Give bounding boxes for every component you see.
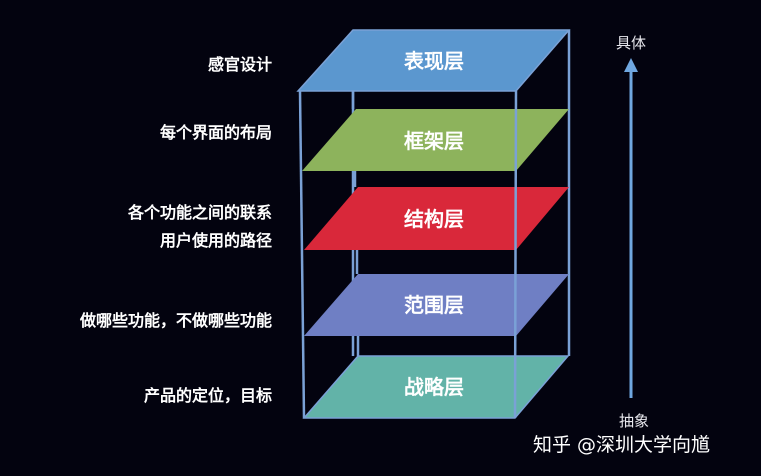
watermark: 知乎 @深圳大学向馗 [533,434,711,456]
description-structure-line2: 用户使用的路径 [159,231,272,250]
layer-name-surface: 表现层 [404,49,464,73]
description-strategy: 产品的定位，目标 [143,386,272,405]
description-scope: 做哪些功能，不做哪些功能 [79,311,272,330]
plane-skeleton [302,109,569,171]
axis-label-concrete: 具体 [615,34,646,52]
axis-label-abstract: 抽象 [618,412,649,430]
frame-front-left-edge [298,90,306,419]
layer-name-scope: 范围层 [404,293,464,317]
plane-structure [304,187,569,250]
layer-name-structure: 结构层 [404,207,464,231]
description-structure-line1: 各个功能之间的联系 [127,203,272,222]
description-skeleton: 每个界面的布局 [159,123,272,142]
plane-scope [304,274,569,336]
arrow-up-icon [624,58,638,72]
frame-front-right-edge [513,90,518,419]
description-surface: 感官设计 [207,55,272,74]
layer-name-skeleton: 框架层 [404,129,464,153]
layer-name-strategy: 战略层 [404,375,464,399]
